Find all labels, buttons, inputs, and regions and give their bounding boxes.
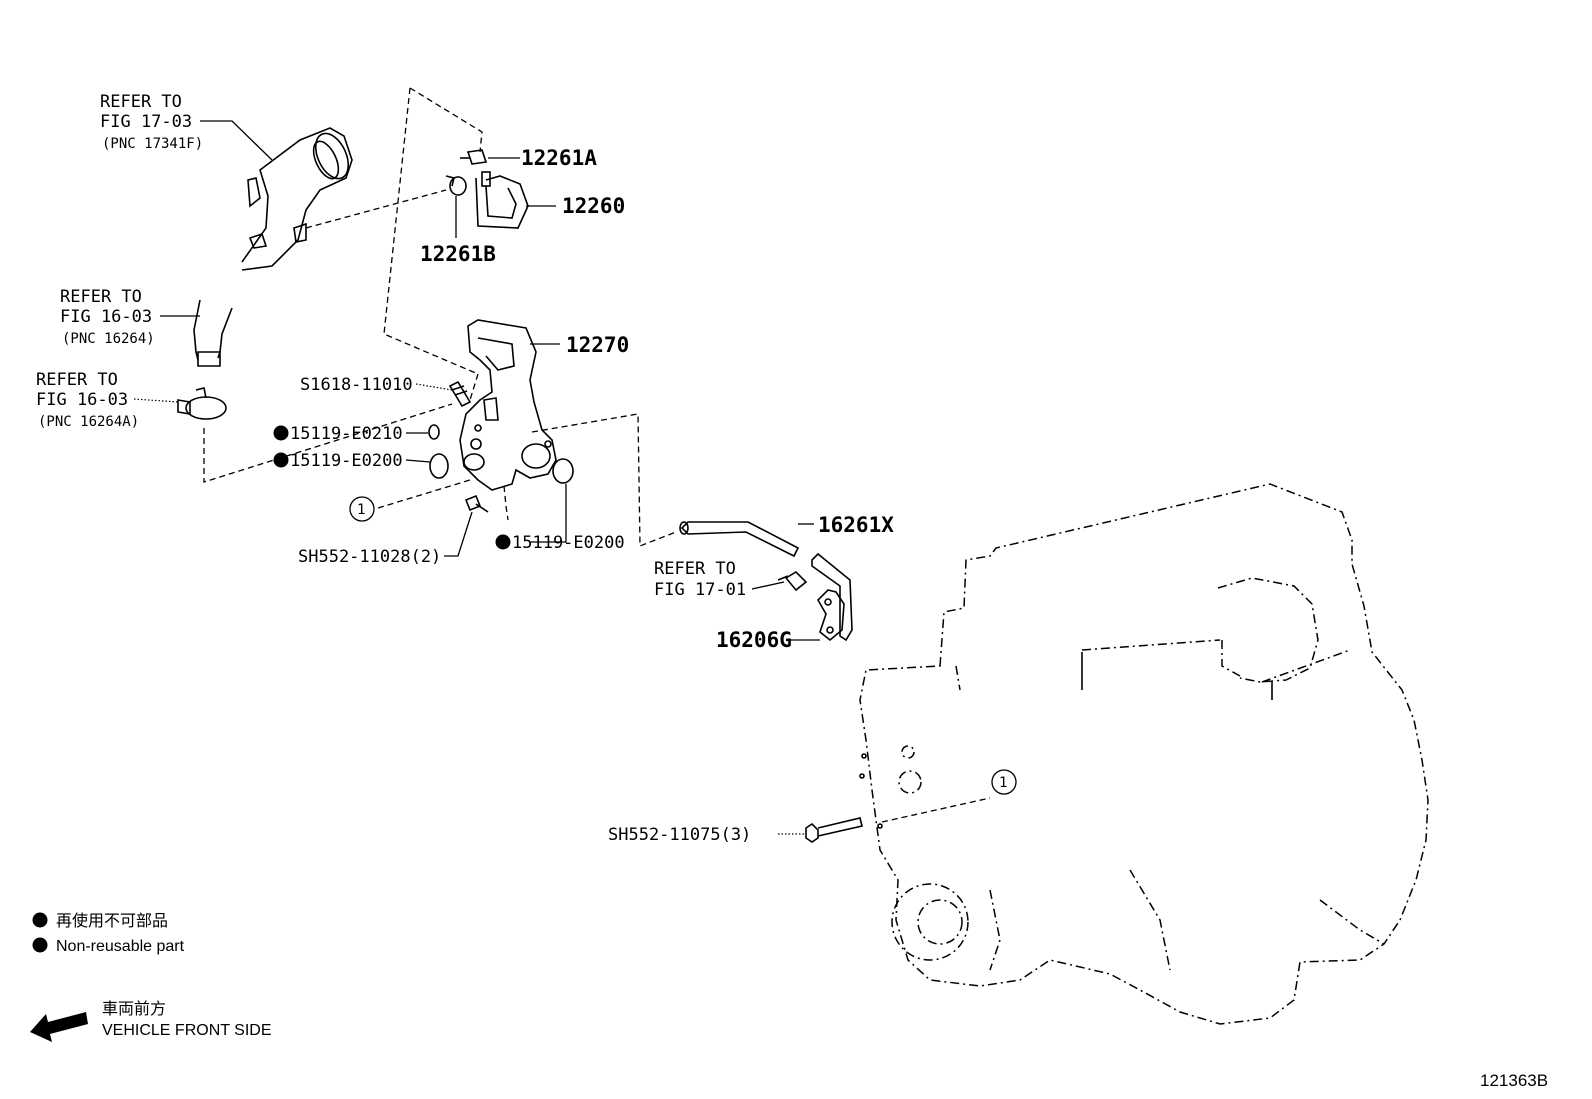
ref-pnc: (PNC 16264A): [38, 414, 139, 430]
legend-text-jp: 再使用不可部品: [56, 912, 168, 930]
ref-title: REFER TO: [36, 370, 118, 390]
callout-number: 1: [357, 502, 365, 518]
non-reusable-mark: [273, 452, 289, 468]
part-label-12260: 12260: [562, 194, 625, 218]
long-bolt: [805, 817, 863, 843]
ref-title: REFER TO: [654, 559, 736, 579]
coolant-hose: [193, 299, 233, 367]
front-text-jp: 車両前方: [102, 1000, 166, 1018]
ref-title: REFER TO: [100, 92, 182, 112]
ref-fig16-03-hose: REFER TO FIG 16-03 (PNC 16264): [60, 287, 155, 347]
ref-figure: FIG 16-03: [36, 390, 128, 410]
bypass-pipe-16261X: [679, 521, 800, 558]
o-ring-large: [552, 458, 574, 484]
callout-number: 1: [999, 775, 1007, 791]
part-label-12261B: 12261B: [420, 242, 496, 266]
ref-title: REFER TO: [60, 287, 142, 307]
vehicle-front-indicator: 車両前方 VEHICLE FRONT SIDE: [30, 1000, 272, 1042]
front-arrow-icon: [30, 1012, 88, 1042]
bracket-16206G: [811, 552, 853, 642]
front-text-en: VEHICLE FRONT SIDE: [102, 1022, 272, 1039]
callout-1-lower: 1: [991, 769, 1017, 795]
legend-dot: [32, 937, 48, 953]
part-label-12270: 12270: [566, 333, 629, 357]
part-label-12261A: 12261A: [521, 146, 597, 170]
stud-bolt: [448, 380, 472, 408]
hose-12260: [475, 171, 529, 229]
ref-figure: FIG 17-01: [654, 580, 746, 600]
ref-figure: FIG 17-03: [100, 112, 192, 132]
clamp-12261A: [460, 149, 488, 165]
part-label-gasket-e0210: 15119-E0210: [290, 424, 403, 444]
figure-number: 121363B: [1480, 1071, 1548, 1090]
flange-bolt: [464, 494, 489, 513]
callout-1-upper: 1: [349, 496, 375, 522]
part-label-gasket-e0200-b: 15119-E0200: [512, 533, 625, 553]
water-outlet-12270: [459, 319, 557, 491]
engine-block-outline: [859, 483, 1429, 1025]
o-ring-medium: [429, 453, 449, 479]
ref-fig17-03: REFER TO FIG 17-03 (PNC 17341F): [100, 92, 203, 152]
legend-text-en: Non-reusable part: [56, 938, 185, 955]
assembly-lines: [203, 87, 991, 823]
ref-fig17-01: REFER TO FIG 17-01: [654, 559, 746, 600]
ref-figure: FIG 16-03: [60, 307, 152, 327]
part-label-gasket-e0200: 15119-E0200: [290, 451, 403, 471]
ref-fig16-03-clamp: REFER TO FIG 16-03 (PNC 16264A): [36, 370, 139, 430]
bracket-bolt: [777, 570, 808, 592]
legend: 再使用不可部品 Non-reusable part: [32, 912, 185, 955]
hose-clamp: [177, 387, 227, 420]
air-hose-upper: [241, 127, 353, 271]
part-label-16261X: 16261X: [818, 513, 894, 537]
leader-lines: [133, 120, 820, 835]
part-label-16206G: 16206G: [716, 628, 792, 652]
part-label-bolt-11028: SH552-11028(2): [298, 547, 441, 567]
part-label-stud: S1618-11010: [300, 375, 413, 395]
legend-dot: [32, 912, 48, 928]
o-ring-small: [428, 424, 440, 440]
clamp-12261B: [445, 175, 467, 196]
non-reusable-mark: [495, 534, 511, 550]
ref-pnc: (PNC 17341F): [102, 136, 203, 152]
non-reusable-mark: [273, 425, 289, 441]
ref-pnc: (PNC 16264): [62, 331, 155, 347]
part-label-bolt-11075: SH552-11075(3): [608, 825, 751, 845]
